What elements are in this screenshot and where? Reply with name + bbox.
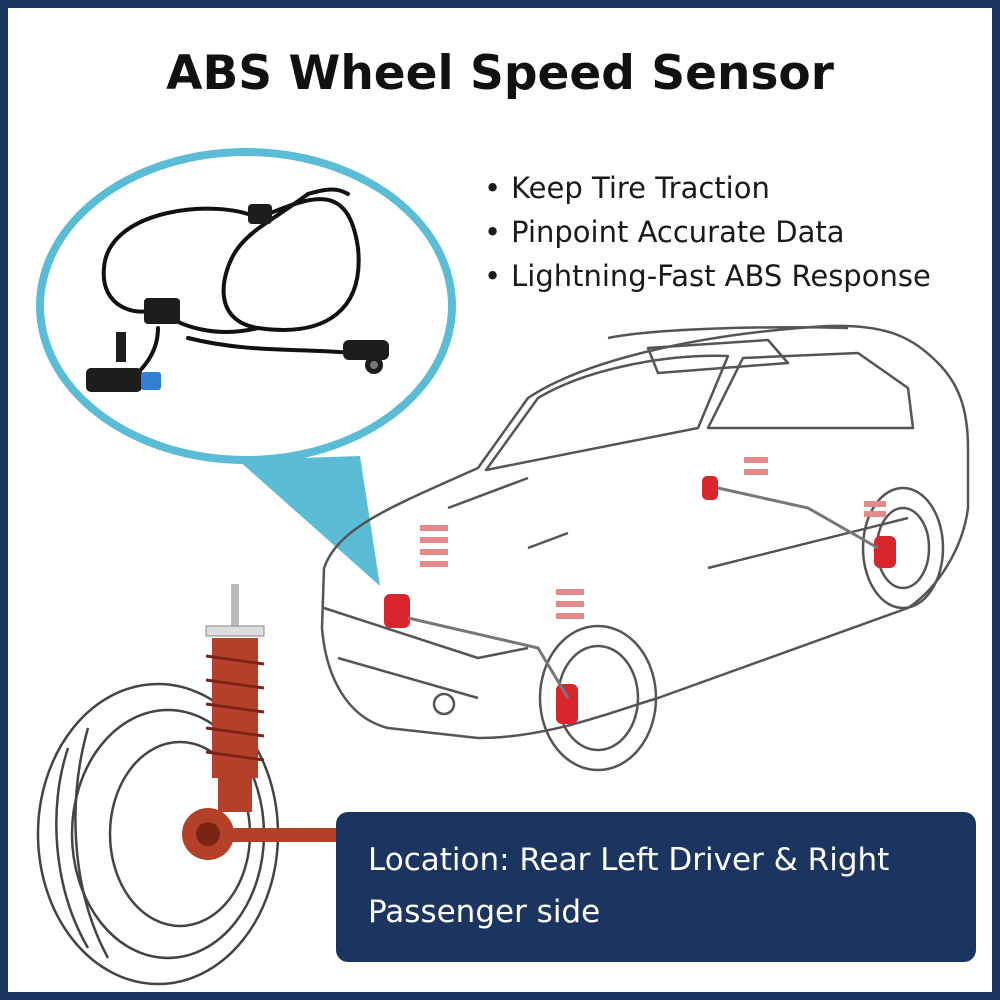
page-title: ABS Wheel Speed Sensor <box>166 46 834 101</box>
feature-list: Keep Tire Traction Pinpoint Accurate Dat… <box>484 166 931 298</box>
location-banner: Location: Rear Left Driver & Right Passe… <box>336 812 976 962</box>
brake-calipers <box>384 476 896 724</box>
wheel-detail <box>36 584 340 986</box>
feature-item: Pinpoint Accurate Data <box>484 210 931 254</box>
feature-item: Lightning-Fast ABS Response <box>484 254 931 298</box>
location-line: Location: Rear Left Driver & Right <box>368 842 890 878</box>
brake-lines <box>407 486 879 699</box>
location-line: Passenger side <box>368 894 601 930</box>
connector-plug <box>86 368 161 392</box>
suv-illustration <box>320 324 970 772</box>
strut-assembly <box>182 584 340 860</box>
strut-springs <box>420 457 886 619</box>
sensor-callout <box>36 148 456 586</box>
feature-item: Keep Tire Traction <box>484 166 931 210</box>
mounting-clip <box>116 204 272 362</box>
sensor-head <box>343 340 389 374</box>
product-image-canvas: ABS Wheel Speed Sensor <box>8 8 992 992</box>
illustration <box>36 148 970 986</box>
